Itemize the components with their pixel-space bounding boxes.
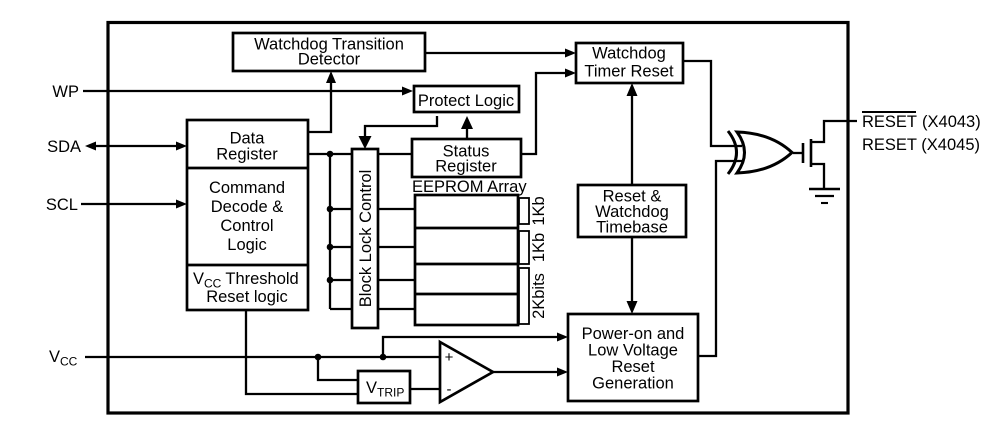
- vtrip-sub: TRIP: [377, 386, 404, 400]
- output-label-reset-x4043: RESET (X4043): [862, 113, 981, 131]
- label-protect-logic: Protect Logic: [418, 92, 514, 110]
- junction-dot: [379, 353, 387, 361]
- block-eeprom-array: [413, 193, 520, 327]
- wire-vcc-to-vtrip: [316, 357, 358, 382]
- label-timebase-line2: Watchdog: [595, 203, 669, 221]
- label-bank-1kb-top: 1Kb: [530, 196, 548, 225]
- pin-label-wp: WP: [52, 83, 79, 101]
- label-status-line2: Register: [435, 158, 497, 176]
- block-reset-watchdog-timebase: [576, 183, 688, 239]
- arrowhead-to-protect: [461, 116, 473, 129]
- label-wtd-line2: Detector: [298, 51, 361, 69]
- label-bank-2kbits: 2Kbits: [530, 273, 548, 319]
- arrowhead-comparator-to-poweron: [557, 367, 568, 377]
- threshold-sub: CC: [204, 277, 222, 291]
- arrowhead-wtd-to-wtr: [565, 48, 576, 58]
- arrowheads: [85, 48, 638, 377]
- label-block-lock-control: Block Lock Control: [357, 170, 375, 308]
- label-command-line3: Control: [220, 217, 273, 235]
- junction-dot: [326, 243, 334, 251]
- junction-dot: [326, 276, 334, 284]
- label-threshold-line2: Reset logic: [206, 288, 288, 306]
- arrowhead-timebase-to-poweron: [626, 301, 638, 314]
- arrowhead-scl: [176, 199, 187, 209]
- label-wtd-line1: Watchdog Transition: [254, 36, 404, 54]
- label-command-line2: Decode &: [211, 198, 283, 216]
- pin-label-sda: SDA: [47, 138, 81, 156]
- label-datareg-line1: Data: [230, 130, 266, 148]
- eeprom-bracket-2kbits: [518, 267, 530, 325]
- wire-drain-to-reset: [811, 119, 857, 144]
- block-vtrip: [356, 369, 412, 405]
- comparator-symbol: [438, 339, 496, 405]
- pin-label-vcc: VCC: [49, 348, 78, 369]
- block-block-lock-control: [350, 147, 380, 330]
- reset-low-part: (X4043): [922, 113, 981, 131]
- label-eeprom-array: EEPROM Array: [412, 178, 527, 196]
- arrowhead-to-blc: [358, 136, 372, 149]
- mosfet: [801, 139, 813, 167]
- label-poweron-line4: Generation: [592, 375, 674, 393]
- threshold-v: V: [193, 270, 204, 288]
- output-label-reset-x4045: RESET (X4045): [862, 136, 980, 154]
- vcc-sub: CC: [60, 355, 78, 369]
- label-wtr-line2: Timer Reset: [584, 63, 674, 81]
- label-command-line1: Command: [209, 179, 285, 197]
- arrowhead-sda-out: [85, 141, 96, 151]
- arrowhead-timebase-to-wtr: [626, 83, 638, 96]
- wire-threshold-to-vtrip: [244, 310, 358, 396]
- xor-gate: [726, 130, 795, 175]
- pin-label-scl: SCL: [46, 196, 78, 214]
- wire-wtr-to-xor: [683, 59, 742, 148]
- label-datareg-line2: Register: [216, 146, 278, 164]
- junction-dot: [314, 353, 322, 361]
- label-status-line1: Status: [443, 143, 490, 161]
- label-timebase-line3: Timebase: [596, 219, 668, 237]
- wire-poweron-to-xor: [698, 159, 742, 358]
- threshold-rest: Threshold: [225, 270, 298, 288]
- label-poweron-line3: Reset: [611, 358, 655, 376]
- junction-dot: [326, 205, 334, 213]
- block-status-register: [410, 137, 523, 179]
- label-bank-1kb-mid: 1Kb: [530, 233, 548, 262]
- wire-datareg-to-wtd: [308, 82, 333, 134]
- block-protect-logic: [412, 84, 521, 114]
- comparator-plus-sign: +: [445, 349, 454, 366]
- wire-protect-to-blc: [363, 116, 439, 137]
- junction-dot: [326, 150, 334, 158]
- label-vtrip: VTRIP: [366, 379, 404, 400]
- wire-source-to-ground: [811, 162, 826, 189]
- label-timebase-line1: Reset &: [603, 188, 662, 206]
- arrowhead-vcc-to-poweron: [557, 332, 568, 342]
- arrowhead-wp: [402, 86, 413, 96]
- reset-low-word: RESET: [862, 113, 917, 131]
- vtrip-v: V: [366, 379, 377, 397]
- eeprom-bracket-1kb-top: [518, 197, 530, 225]
- comparator-minus-sign: -: [447, 381, 452, 398]
- label-poweron-line2: Low Voltage: [588, 342, 678, 360]
- xor-input-arc: [726, 130, 738, 175]
- ground-symbol: [809, 187, 840, 205]
- block-watchdog-timer-reset: [574, 41, 685, 85]
- junction-dots: [314, 150, 387, 361]
- arrowhead-to-wtd: [326, 71, 336, 83]
- xor-body: [733, 130, 795, 175]
- block-control-logic-stack: [185, 118, 310, 312]
- label-command-line4: Logic: [227, 236, 266, 254]
- label-wtr-line1: Watchdog: [592, 45, 666, 63]
- arrowhead-status-to-wtr: [565, 68, 576, 78]
- block-watchdog-transition-detector: [231, 31, 427, 73]
- wire-vcc-to-poweron: [381, 335, 557, 357]
- eeprom-bracket-1kb-mid: [518, 230, 530, 265]
- wire-status-to-wtr: [521, 71, 565, 156]
- block-power-on-reset: [566, 312, 700, 403]
- arrowhead-sda-in: [176, 141, 187, 151]
- vcc-main: V: [49, 348, 60, 366]
- chip-boundary: [106, 20, 850, 415]
- label-poweron-line1: Power-on and: [582, 325, 685, 343]
